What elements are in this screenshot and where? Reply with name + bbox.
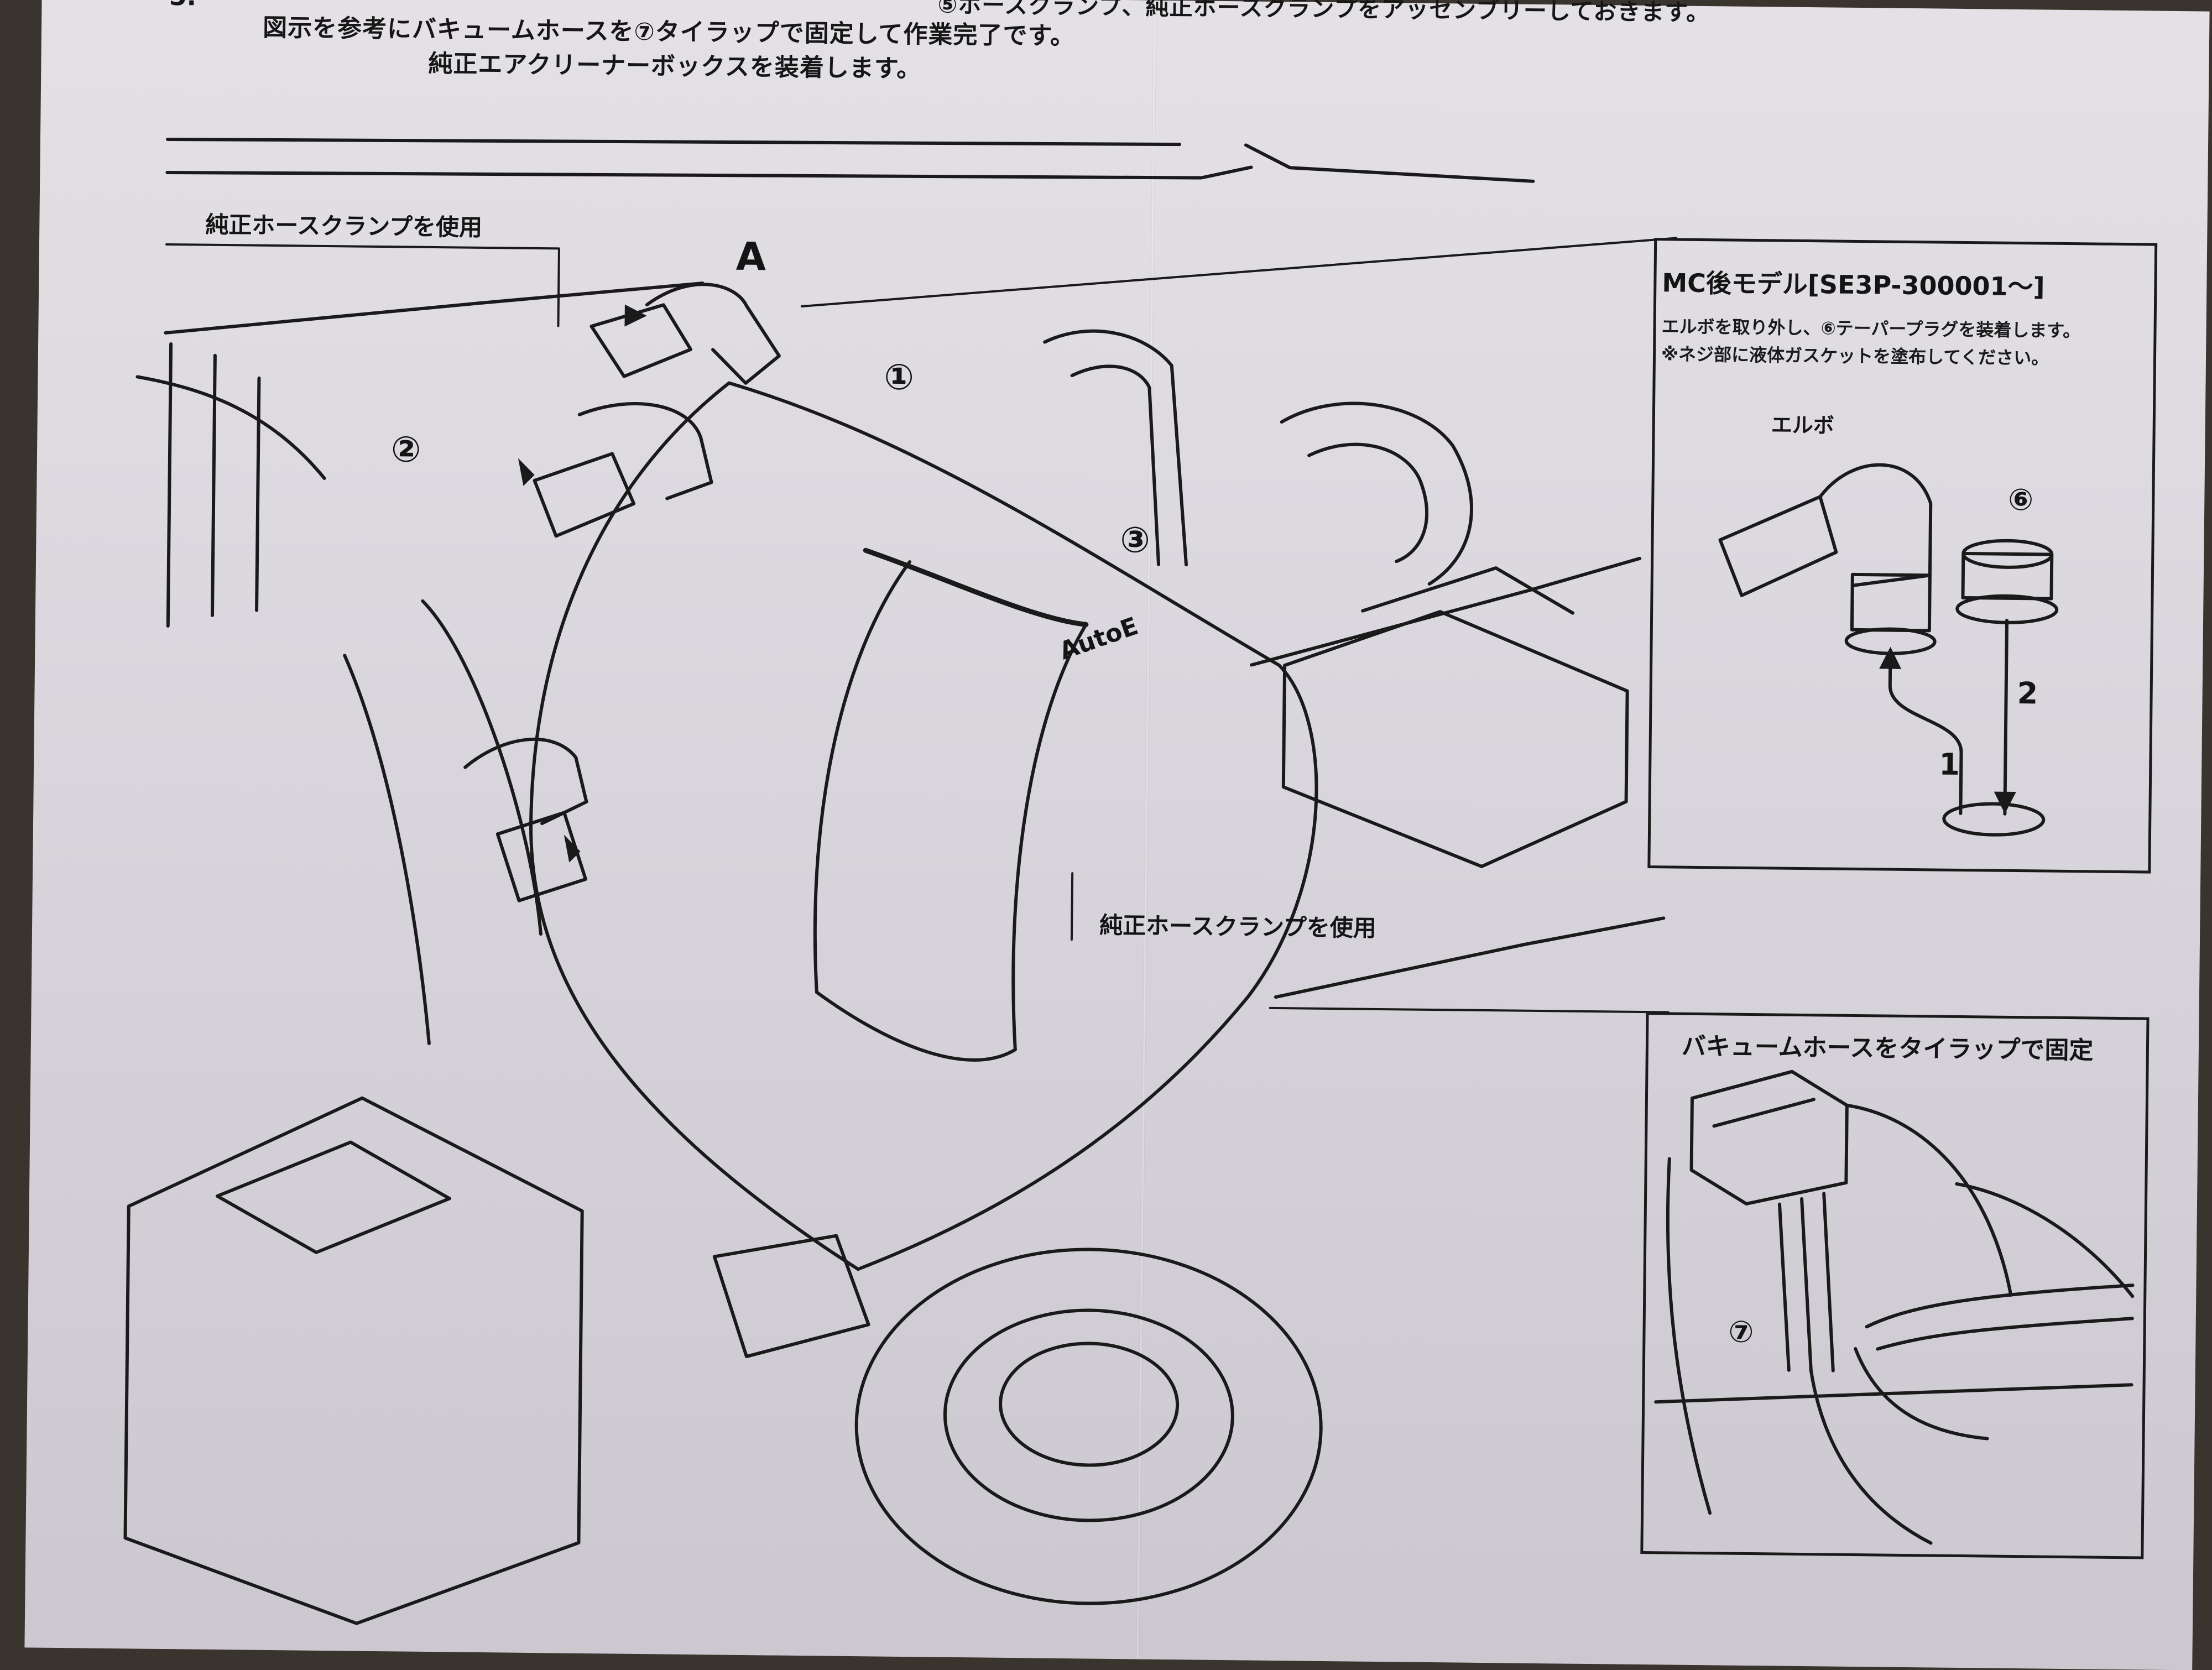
label-2: ② — [390, 429, 421, 471]
callout-oem-clamp-top: 純正ホースクランプを使用 — [205, 211, 483, 241]
inset-mc-model: MC後モデル[SE3P-300001～] エルボを取り外し、⑥テーパープラグを装… — [1647, 238, 2158, 874]
label-3: ③ — [1120, 520, 1151, 561]
elbow-plug-illustration — [1718, 463, 2059, 837]
label-a: A — [735, 233, 766, 280]
vacuum-hose-illustration — [1654, 1069, 2135, 1545]
inset-vacuum-hose: バキュームホースをタイラップで固定 ⑦ — [1640, 1012, 2150, 1559]
label-1: ① — [884, 357, 915, 399]
callout-oem-clamp-bottom: 純正ホースクランプを使用 — [1099, 911, 1377, 942]
engine-bay-diagram — [123, 137, 1678, 1625]
manual-page: 5. ⑤ホースクランプ、純正ホースクランプをアッセンブリーしておきます。 図示を… — [24, 0, 2210, 1670]
